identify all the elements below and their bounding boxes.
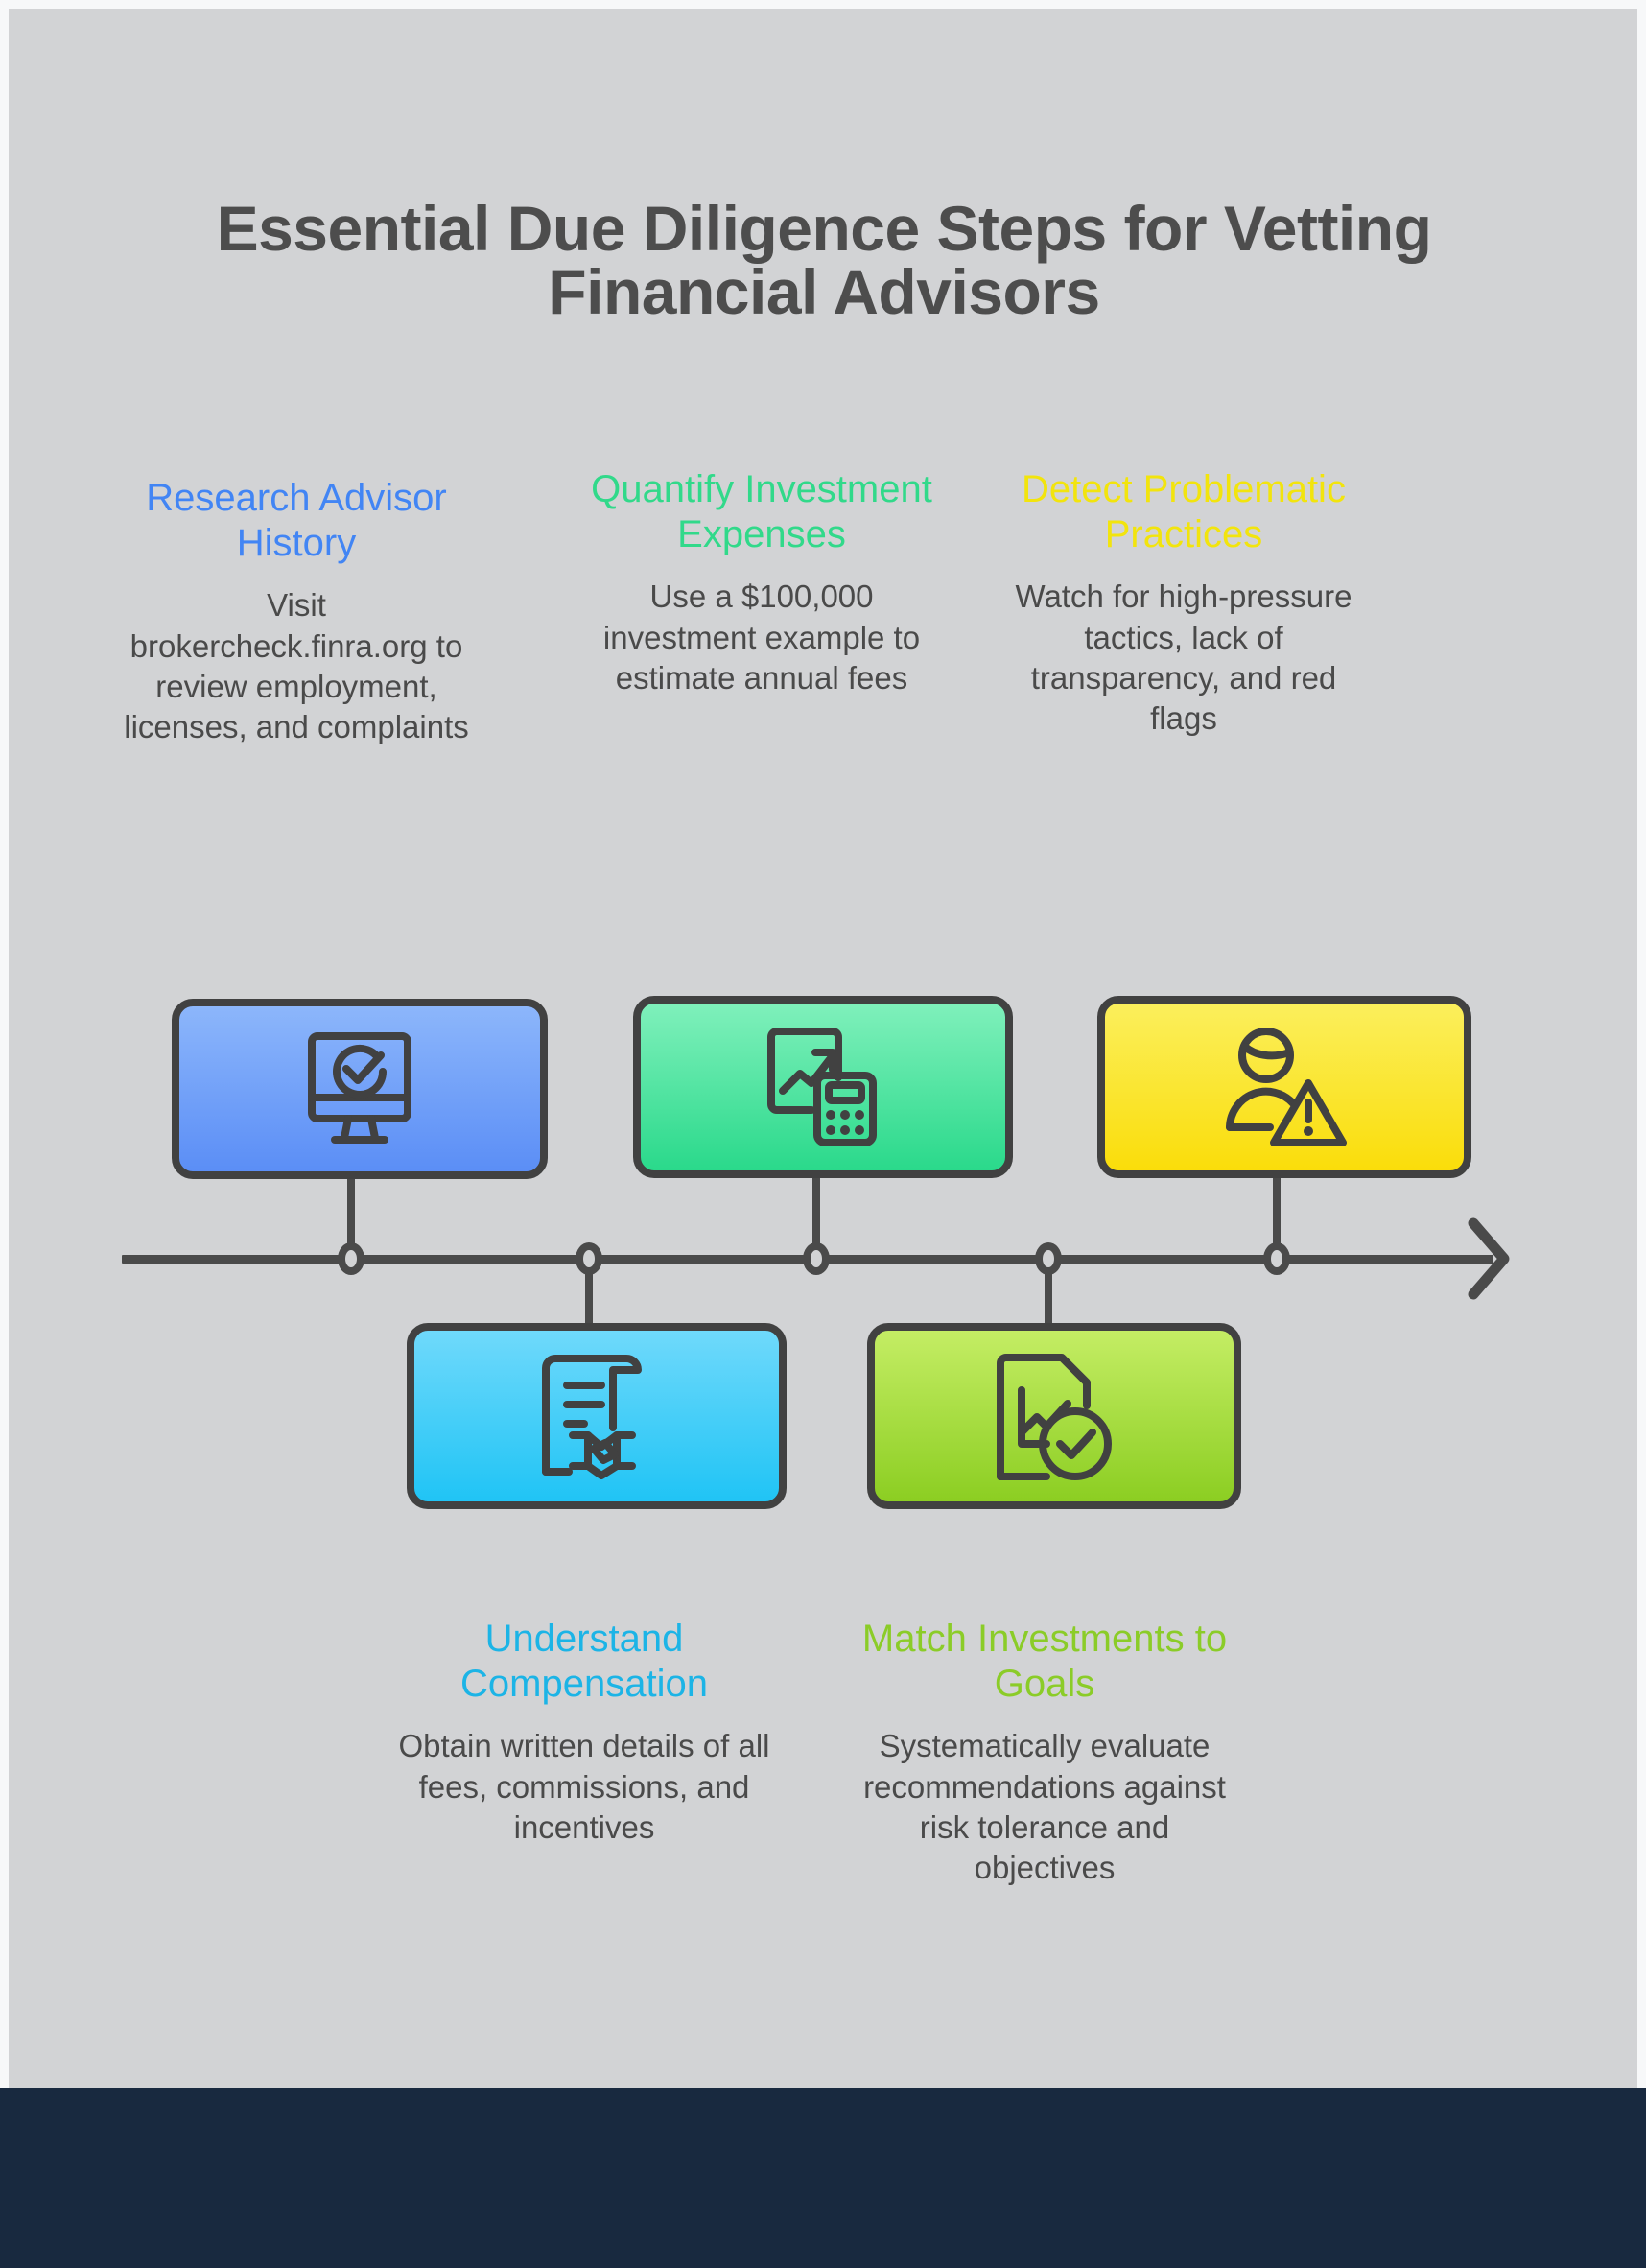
timeline-node-1[interactable] (338, 1242, 364, 1275)
timeline-stem-step-2 (812, 1178, 820, 1262)
person-warning-icon (1220, 1024, 1349, 1150)
step-text-understand-compensation: Understand Compensation Obtain written d… (392, 1617, 776, 1848)
timeline-stem-step-1 (347, 1179, 355, 1262)
timeline-node-5[interactable] (1263, 1242, 1290, 1275)
step-heading: Research Advisor History (146, 477, 447, 565)
step-heading: Detect Problematic Practices (1022, 468, 1346, 556)
timeline-node-2[interactable] (576, 1242, 602, 1275)
step-body: Use a $100,000 investment example to est… (602, 579, 921, 696)
timeline-node-4[interactable] (1035, 1242, 1062, 1275)
timeline-stem-step-4 (585, 1258, 593, 1325)
monitor-check-icon (296, 1027, 423, 1151)
page-title-line-1: Essential Due Diligence Steps for Vettin… (216, 193, 1432, 264)
step-card-match-investments-to-goals[interactable] (867, 1323, 1241, 1509)
step-heading: Match Investments to Goals (861, 1618, 1228, 1706)
contract-handshake-icon (534, 1349, 659, 1483)
footer-bar (0, 2088, 1646, 2268)
timeline-arrow-icon (1468, 1216, 1512, 1302)
step-body: Obtain written details of all fees, comm… (398, 1728, 770, 1845)
chart-calculator-icon (758, 1024, 888, 1150)
step-heading: Understand Compensation (460, 1618, 708, 1706)
page-title: Essential Due Diligence Steps for Vettin… (105, 197, 1543, 323)
step-card-research-advisor-history[interactable] (172, 999, 548, 1179)
infographic-canvas: Essential Due Diligence Steps for Vettin… (9, 9, 1637, 2268)
step-text-detect-problematic-practices: Detect Problematic Practices Watch for h… (1001, 467, 1366, 739)
step-card-understand-compensation[interactable] (407, 1323, 787, 1509)
timeline-stem-step-5 (1045, 1258, 1052, 1325)
step-text-match-investments-to-goals: Match Investments to Goals Systematicall… (853, 1617, 1236, 1888)
step-body: Watch for high-pressure tactics, lack of… (1015, 579, 1352, 737)
step-card-quantify-investment-expenses[interactable] (633, 996, 1013, 1178)
step-text-quantify-investment-expenses: Quantify Investment Expenses Use a $100,… (579, 467, 944, 698)
step-heading: Quantify Investment Expenses (591, 468, 932, 556)
timeline-stem-step-3 (1273, 1178, 1281, 1262)
step-text-research-advisor-history: Research Advisor History Visit brokerche… (114, 476, 479, 747)
page-title-line-2: Financial Advisors (548, 256, 1100, 327)
step-card-detect-problematic-practices[interactable] (1097, 996, 1471, 1178)
report-check-icon (991, 1348, 1117, 1484)
step-body: Systematically evaluate recommendations … (863, 1728, 1226, 1886)
timeline-node-3[interactable] (803, 1242, 830, 1275)
step-body: Visit brokercheck.finra.org to review em… (124, 587, 469, 745)
